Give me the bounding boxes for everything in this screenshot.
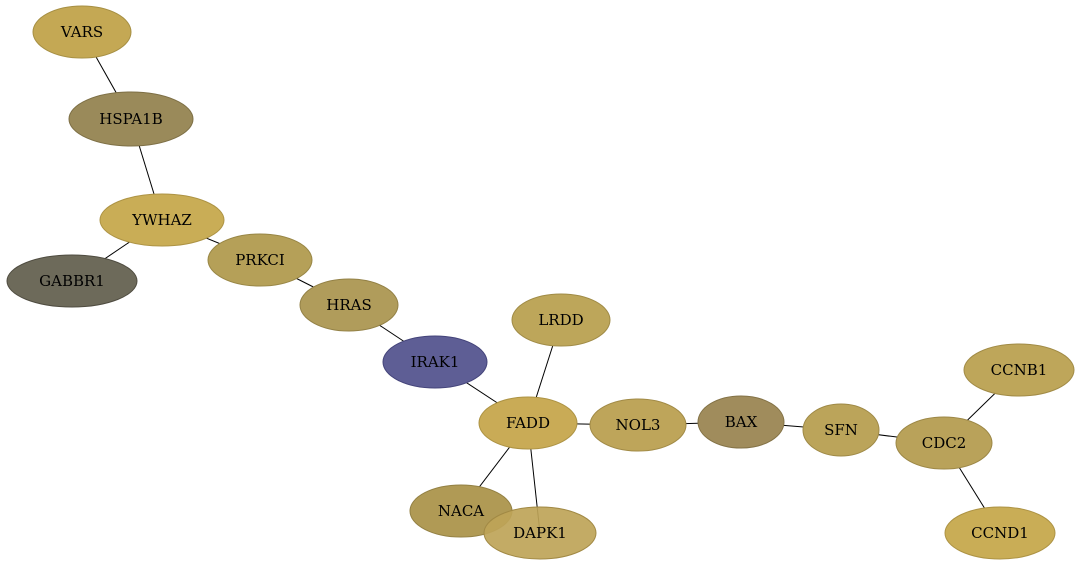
- node-label-nol3: NOL3: [616, 416, 661, 434]
- node-label-hspa1b: HSPA1B: [99, 110, 162, 128]
- node-label-fadd: FADD: [506, 414, 550, 432]
- node-cdc2[interactable]: CDC2: [895, 416, 993, 470]
- node-shape-ccnb1[interactable]: [963, 343, 1075, 397]
- node-hras[interactable]: HRAS: [299, 278, 399, 332]
- node-label-dapk1: DAPK1: [513, 524, 567, 542]
- node-shape-bax[interactable]: [697, 395, 785, 449]
- node-shape-ywhaz[interactable]: [99, 193, 225, 247]
- node-label-sfn: SFN: [824, 421, 858, 439]
- node-fadd[interactable]: FADD: [478, 396, 578, 450]
- node-label-hras: HRAS: [326, 296, 371, 314]
- node-shape-irak1[interactable]: [382, 335, 488, 389]
- node-bax[interactable]: BAX: [697, 395, 785, 449]
- node-shape-dapk1[interactable]: [483, 506, 597, 560]
- node-layer: VARS HSPA1B YWHAZ GABBR1 PRKCI HRAS IRAK1 LRDD F…: [6, 5, 1075, 560]
- node-shape-hspa1b[interactable]: [68, 91, 194, 147]
- node-lrdd[interactable]: LRDD: [511, 293, 611, 347]
- node-label-vars: VARS: [60, 23, 103, 41]
- node-naca[interactable]: NACA: [409, 484, 513, 538]
- node-label-bax: BAX: [725, 413, 758, 431]
- node-label-cdc2: CDC2: [922, 434, 967, 452]
- node-shape-vars[interactable]: [32, 5, 132, 59]
- node-nol3[interactable]: NOL3: [589, 398, 687, 452]
- node-ywhaz[interactable]: YWHAZ: [99, 193, 225, 247]
- node-label-ywhaz: YWHAZ: [131, 211, 192, 229]
- node-irak1[interactable]: IRAK1: [382, 335, 488, 389]
- node-hspa1b[interactable]: HSPA1B: [68, 91, 194, 147]
- node-shape-cdc2[interactable]: [895, 416, 993, 470]
- node-label-naca: NACA: [438, 502, 484, 520]
- node-gabbr1[interactable]: GABBR1: [6, 254, 138, 308]
- node-shape-gabbr1[interactable]: [6, 254, 138, 308]
- node-label-lrdd: LRDD: [538, 311, 583, 329]
- node-label-gabbr1: GABBR1: [39, 272, 105, 290]
- node-ccnb1[interactable]: CCNB1: [963, 343, 1075, 397]
- node-shape-prkci[interactable]: [207, 233, 313, 287]
- node-label-prkci: PRKCI: [235, 251, 285, 269]
- node-vars[interactable]: VARS: [32, 5, 132, 59]
- node-label-irak1: IRAK1: [411, 353, 460, 371]
- node-sfn[interactable]: SFN: [802, 403, 880, 457]
- node-shape-lrdd[interactable]: [511, 293, 611, 347]
- node-label-ccnd1: CCND1: [971, 524, 1029, 542]
- edge-layer: [71, 31, 1020, 534]
- node-label-ccnb1: CCNB1: [991, 361, 1048, 379]
- node-prkci[interactable]: PRKCI: [207, 233, 313, 287]
- node-shape-ccnd1[interactable]: [944, 506, 1056, 560]
- node-shape-sfn[interactable]: [802, 403, 880, 457]
- node-shape-fadd[interactable]: [478, 396, 578, 450]
- node-shape-nol3[interactable]: [589, 398, 687, 452]
- node-dapk1[interactable]: DAPK1: [483, 506, 597, 560]
- node-ccnd1[interactable]: CCND1: [944, 506, 1056, 560]
- node-shape-hras[interactable]: [299, 278, 399, 332]
